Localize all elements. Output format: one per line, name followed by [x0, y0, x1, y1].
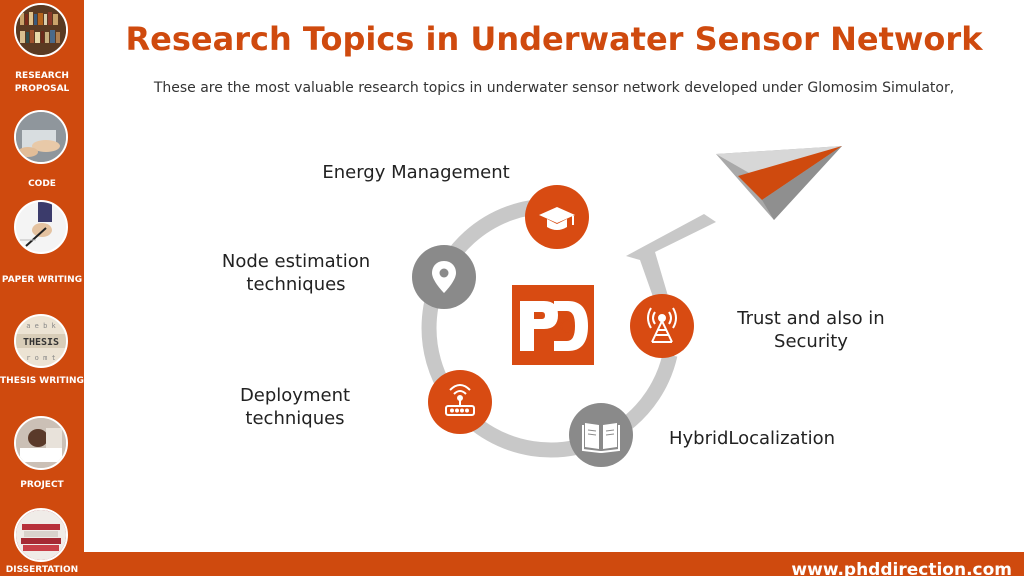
topic-node-estimation: Node estimation techniques — [221, 251, 371, 295]
svg-text:a e b k: a e b k — [26, 322, 56, 330]
sidebar: RESEARCH PROPOSAL CODE PAPER WRITING THE… — [0, 0, 84, 576]
sidebar-item-thesis-writing[interactable]: THESIS WRITING — [0, 376, 84, 386]
student-studying-photo-icon[interactable] — [14, 416, 68, 470]
page-subtitle: These are the most valuable research top… — [153, 80, 955, 96]
svg-text:r o m t: r o m t — [26, 354, 56, 362]
footer-website-link[interactable]: www.phddirection.com — [791, 560, 1012, 580]
svg-text:THESIS: THESIS — [23, 337, 59, 348]
cycle-diagram — [421, 146, 842, 458]
paper-plane-icon — [716, 146, 842, 220]
thesis-letters-photo-icon[interactable]: THESIS a e b k r o m t — [14, 314, 68, 368]
sidebar-item-project[interactable]: PROJECT — [20, 480, 64, 490]
cycle-arrow — [626, 214, 716, 362]
pen-writing-photo-icon[interactable] — [14, 200, 68, 254]
sidebar-item-code[interactable]: CODE — [28, 179, 56, 189]
graduation-cap-icon — [525, 185, 589, 249]
sidebar-item-research-proposal[interactable]: RESEARCH PROPOSAL — [14, 71, 70, 94]
sidebar-item-dissertation[interactable]: DISSERTATION — [5, 565, 79, 575]
sidebar-item-paper-writing[interactable]: PAPER WRITING — [1, 275, 83, 285]
topic-hybrid-localization: HybridLocalization — [668, 428, 836, 449]
laptop-hands-photo-icon[interactable] — [14, 110, 68, 164]
bookshelf-photo-icon[interactable] — [14, 3, 68, 57]
map-pin-icon — [412, 245, 476, 309]
page-title: Research Topics in Underwater Sensor Net… — [125, 20, 983, 58]
topic-trust-security: Trust and also in Security — [737, 308, 885, 352]
footer-bar: www.phddirection.com — [84, 552, 1024, 580]
book-stack-photo-icon[interactable] — [14, 508, 68, 562]
signal-tower-icon — [630, 294, 694, 358]
open-book-icon — [569, 403, 633, 467]
phd-direction-logo — [512, 285, 594, 365]
topic-energy-management: Energy Management — [322, 162, 510, 183]
topic-deployment: Deployment techniques — [239, 385, 351, 429]
router-icon — [428, 370, 492, 434]
